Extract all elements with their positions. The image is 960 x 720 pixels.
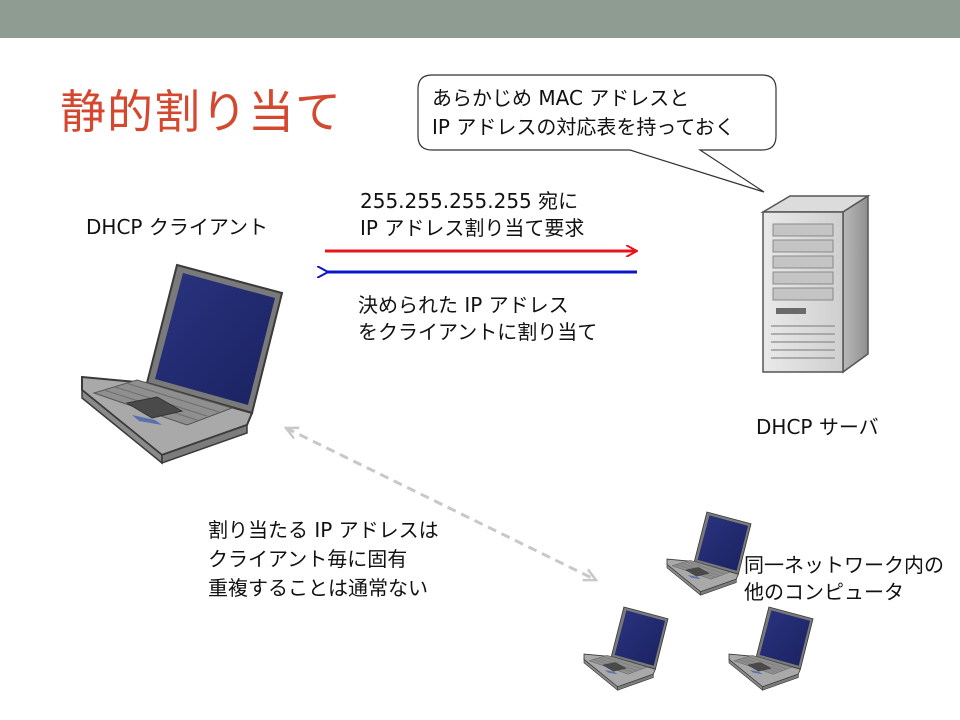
response-label: 決められた IP アドレス をクライアントに割り当て bbox=[358, 292, 597, 346]
note-line: 重複することは通常ない bbox=[208, 576, 428, 600]
server-label: DHCP サーバ bbox=[756, 415, 879, 439]
callout-line: あらかじめ MAC アドレスと bbox=[432, 86, 690, 110]
slide-title: 静的割り当て bbox=[60, 85, 342, 139]
others-line: 他のコンピュータ bbox=[744, 580, 904, 604]
others-label: 同一ネットワーク内の 他のコンピュータ bbox=[744, 552, 944, 606]
callout-bubble bbox=[417, 74, 777, 193]
response-line: をクライアントに割り当て bbox=[358, 320, 598, 344]
response-line: 決められた IP アドレス bbox=[358, 293, 569, 317]
others-line: 同一ネットワーク内の bbox=[744, 553, 944, 577]
request-line: 255.255.255.255 宛に bbox=[360, 189, 579, 213]
dashed-arrow bbox=[286, 428, 596, 580]
uniqueness-note: 割り当たる IP アドレスは クライアント毎に固有 重複することは通常ない bbox=[208, 516, 439, 603]
laptop-icon bbox=[583, 606, 669, 691]
request-line: IP アドレス割り当て要求 bbox=[360, 216, 585, 240]
client-label: DHCP クライアント bbox=[86, 215, 269, 239]
laptop-icon bbox=[81, 264, 283, 464]
laptop-icon bbox=[666, 511, 752, 596]
laptop-icon bbox=[728, 606, 814, 691]
callout-line: IP アドレスの対応表を持っておく bbox=[432, 115, 735, 139]
note-line: クライアント毎に固有 bbox=[208, 547, 408, 571]
request-label: 255.255.255.255 宛に IP アドレス割り当て要求 bbox=[360, 188, 584, 242]
top-banner bbox=[0, 0, 960, 38]
callout-text: あらかじめ MAC アドレスと IP アドレスの対応表を持っておく bbox=[432, 84, 735, 142]
server-icon bbox=[760, 194, 871, 374]
note-line: 割り当たる IP アドレスは bbox=[208, 518, 439, 542]
